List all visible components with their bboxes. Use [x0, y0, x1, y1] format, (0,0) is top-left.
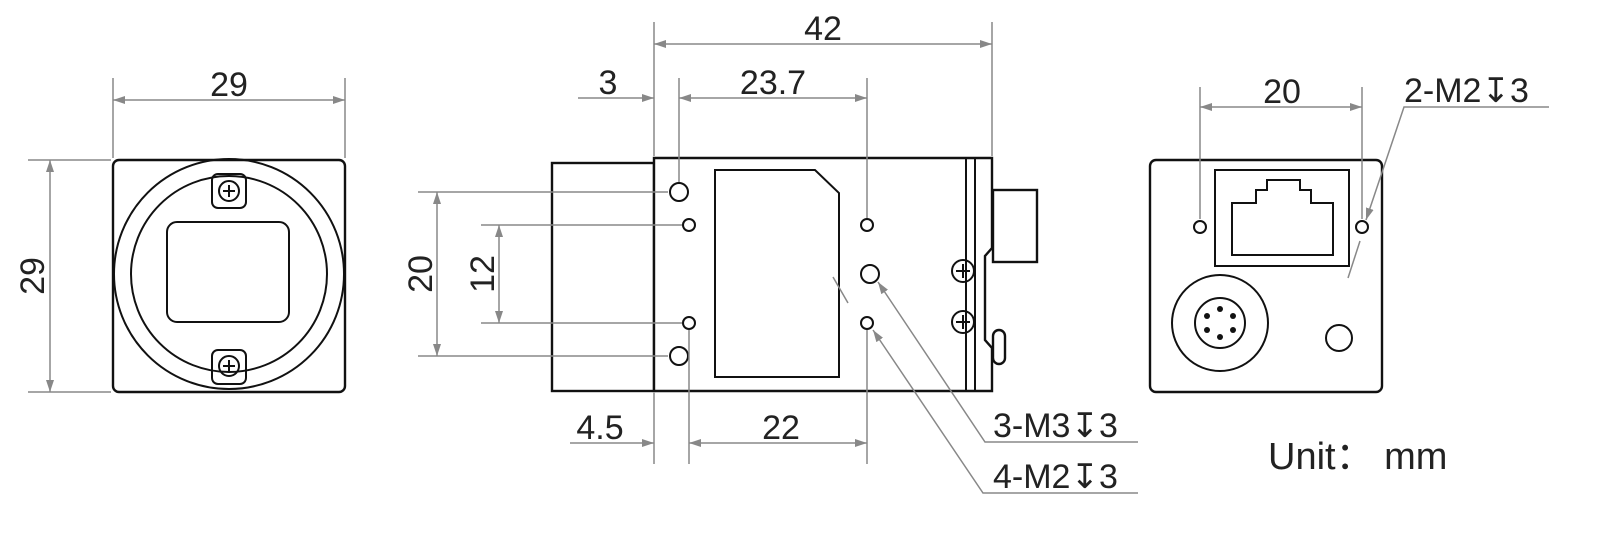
front-bottom-screw-icon [218, 355, 240, 377]
rear-m2-callout-label: 2-M2↧3 [1404, 72, 1529, 110]
rear-body-outline [1148, 158, 1384, 394]
rj45-port-icon [1231, 179, 1334, 256]
lens-barrel [550, 161, 656, 393]
m3-callout-label: 3-M3↧3 [993, 407, 1118, 445]
front-view: 29 29 [14, 66, 347, 394]
side-body-outline [652, 156, 994, 393]
hole-spacing-bottom-label: 22 [762, 409, 800, 447]
gpio-connector-inner [1194, 297, 1246, 349]
front-top-tab [211, 173, 247, 209]
status-led [1325, 324, 1353, 352]
side-screw-bottom-icon [951, 310, 975, 334]
rear-hole-left [1193, 220, 1207, 234]
vertical-outer-label: 20 [402, 255, 440, 293]
side-right-hole-small-top [860, 218, 874, 232]
gpio-pins [1204, 306, 1236, 340]
rear-view: 20 2-M2↧3 [1148, 72, 1549, 394]
lens-offset-label: 3 [599, 64, 618, 102]
rear-hole-right [1355, 220, 1369, 234]
front-bottom-tab [211, 349, 247, 385]
side-right-hole-small-bottom [860, 316, 874, 330]
side-left-hole-small-bottom [682, 316, 696, 330]
ethernet-connector [991, 188, 1039, 264]
rear-m2-callout-leader [1365, 106, 1549, 221]
total-length-label: 42 [804, 10, 842, 48]
side-screw-top-icon [951, 259, 975, 283]
lens-mount-outer-ring [113, 158, 345, 390]
side-label-panel [714, 169, 840, 378]
front-top-screw-icon [218, 180, 240, 202]
sensor-window [166, 221, 290, 323]
side-right-hole-m3 [860, 264, 880, 284]
side-left-hole-top [669, 182, 689, 202]
front-height-label: 29 [14, 257, 52, 295]
gpio-connector-outer [1171, 274, 1269, 372]
side-left-hole-bottom [669, 346, 689, 366]
m2-callout-leader [872, 329, 1138, 494]
m2-callout-label: 4-M2↧3 [993, 458, 1118, 496]
hole-spacing-top-label: 23.7 [740, 64, 806, 102]
side-view: 42 3 23.7 20 12 4.5 22 3-M3↧3 4-M2↧3 [402, 10, 1138, 496]
bottom-offset-label: 4.5 [576, 409, 623, 447]
unit-label: Unit： mm [1268, 436, 1447, 478]
rear-hole-spacing-label: 20 [1263, 73, 1301, 111]
rj45-port-outline [1214, 169, 1350, 267]
io-connector [991, 328, 1007, 366]
front-width-label: 29 [210, 66, 248, 104]
side-left-hole-small-top [682, 218, 696, 232]
m3-callout-leader [877, 281, 1138, 443]
vertical-inner-label: 12 [464, 255, 502, 293]
